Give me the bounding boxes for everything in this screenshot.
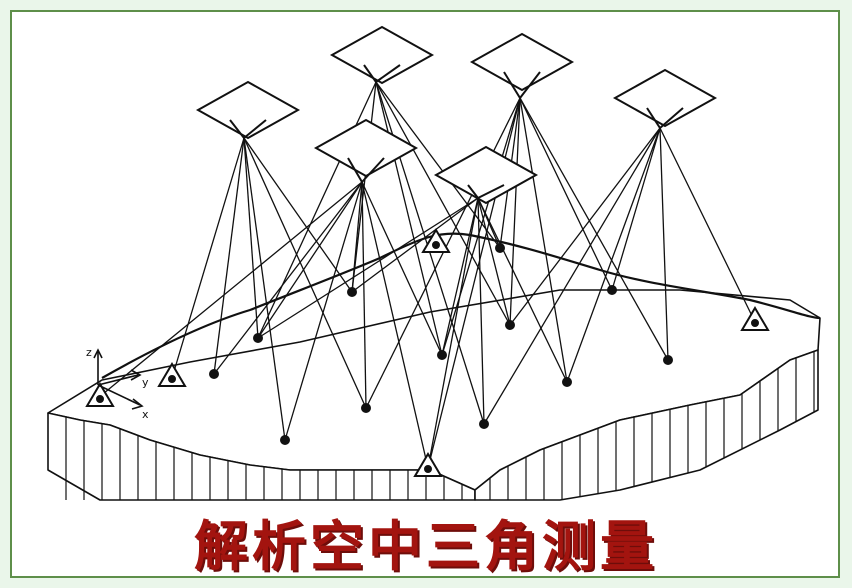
projection-ray (477, 197, 501, 249)
projection-ray (659, 127, 756, 323)
photo-cone-line (467, 184, 479, 199)
projection-ray (284, 181, 363, 441)
projection-ray (213, 181, 363, 375)
coordinate-axes (93, 348, 144, 410)
projection-ray (243, 137, 367, 409)
projection-ray (519, 97, 669, 361)
projection-ray (171, 137, 245, 379)
projection-ray (441, 197, 479, 356)
projection-ray (509, 97, 521, 326)
axis-label-x: x (142, 408, 149, 421)
projection-ray (257, 197, 479, 339)
tie-point (562, 377, 572, 387)
tie-point (280, 435, 290, 445)
tie-point (495, 243, 505, 253)
projection-ray (361, 181, 429, 469)
projection-ray (351, 197, 479, 293)
projection-ray (477, 197, 511, 326)
projection-ray (351, 181, 363, 293)
photo-cone-line (503, 71, 521, 99)
aerial-photo-frame (612, 68, 718, 128)
tie-point (347, 287, 357, 297)
photo-cone-line (229, 119, 245, 139)
projection-ray (427, 197, 479, 469)
aerial-photo-frame (195, 80, 301, 140)
tie-point (663, 355, 673, 365)
tie-point (361, 403, 371, 413)
projection-ray (659, 127, 669, 361)
projection-ray (519, 97, 613, 291)
photo-cone-line (375, 64, 401, 83)
photo-cone-line (243, 119, 267, 139)
projection-ray (477, 197, 568, 383)
aerial-photo-frame (433, 145, 539, 205)
projection-ray (375, 81, 443, 356)
projection-ray (441, 97, 521, 356)
control-point-center (432, 241, 440, 249)
tie-point (209, 369, 219, 379)
tie-point (607, 285, 617, 295)
projection-ray (477, 197, 485, 425)
projection-ray (483, 127, 661, 425)
projection-ray (519, 97, 568, 383)
projection-ray (361, 181, 443, 356)
aerial-photo-frame (469, 32, 575, 92)
diagram-title: 解析空中三角测量 (194, 515, 658, 578)
projection-ray (566, 127, 661, 383)
axis-label-y: y (142, 376, 149, 389)
photo-cone-line (361, 157, 385, 183)
control-point-center (168, 375, 176, 383)
projection-ray (361, 181, 367, 409)
projection-ray (375, 81, 501, 249)
projection-ray (509, 127, 661, 326)
photo-cone-line (646, 107, 661, 129)
aerial-photo-frame (329, 25, 435, 85)
projection-ray (243, 137, 353, 293)
terrain-front-left-face (47, 412, 476, 501)
photo-cone-line (347, 157, 363, 183)
axis-label-z: z (86, 346, 92, 359)
control-point-center (96, 395, 104, 403)
tie-point (479, 419, 489, 429)
control-point-center (424, 465, 432, 473)
photo-cone-line (477, 184, 505, 199)
projection-ray (611, 127, 661, 291)
aerial-photo-frame (313, 118, 419, 178)
projection-ray (243, 137, 259, 339)
projection-ray (213, 137, 245, 375)
tie-point (437, 350, 447, 360)
photo-cone-line (659, 107, 684, 129)
photo-cone-line (519, 71, 541, 99)
projection-ray (243, 137, 286, 441)
projection-ray (375, 81, 511, 326)
projection-ray (257, 181, 363, 339)
tie-point (253, 333, 263, 343)
control-point-center (751, 319, 759, 327)
tie-point (505, 320, 515, 330)
photo-cone-line (363, 64, 377, 83)
projection-ray (97, 181, 363, 399)
